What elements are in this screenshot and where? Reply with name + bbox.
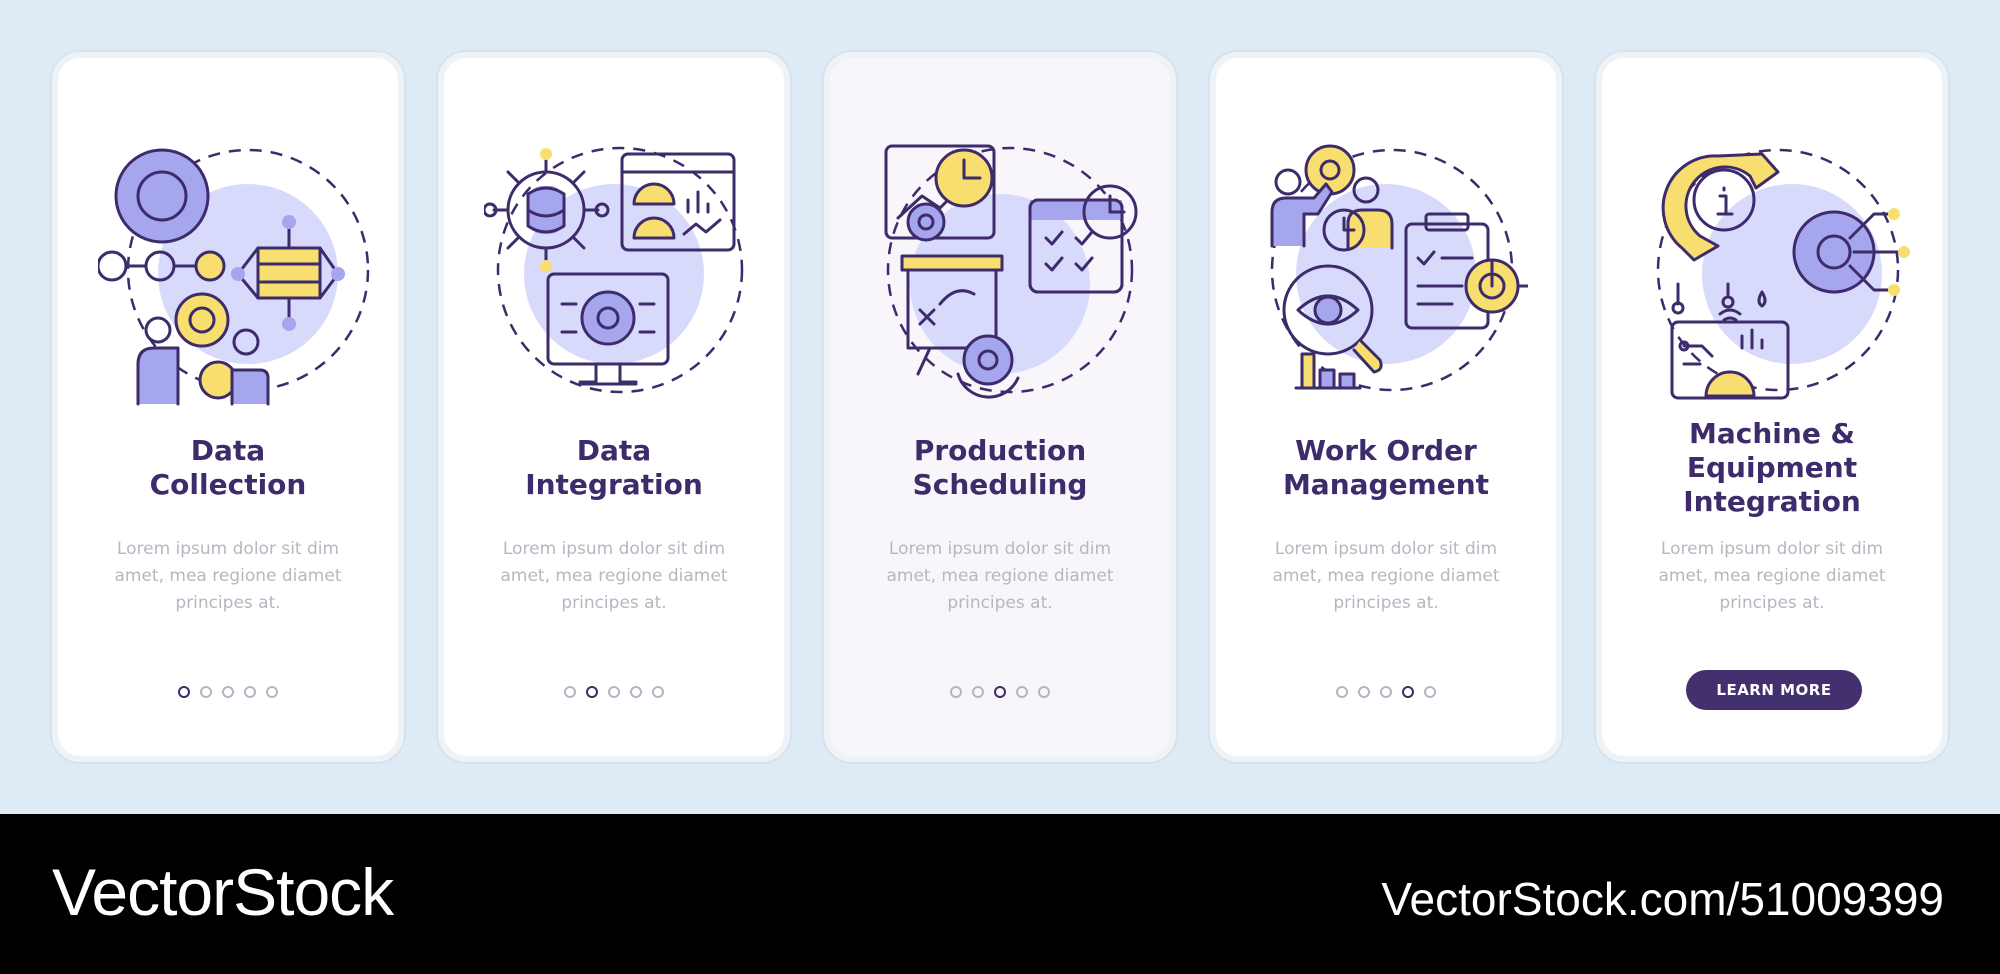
screen-title: Production Scheduling (912, 434, 1088, 501)
screen-description: Lorem ipsum dolor sit dim amet, mea regi… (114, 539, 342, 613)
screen-title: Work Order Management (1282, 434, 1490, 501)
page-dot-3[interactable] (994, 686, 1006, 698)
page-dot-4[interactable] (1016, 686, 1028, 698)
pagination-dots (1216, 686, 1556, 698)
page-dot-3[interactable] (608, 686, 620, 698)
screen-work-order-management: Work Order Management Lorem ipsum dolor … (1210, 52, 1562, 762)
page-dot-3[interactable] (1380, 686, 1392, 698)
brand-logo: VectorStock (52, 855, 394, 929)
screen-title: Data Collection (149, 434, 307, 501)
pagination-dots (58, 686, 398, 698)
page-dot-5[interactable] (1038, 686, 1050, 698)
page-dot-5[interactable] (1424, 686, 1436, 698)
page-dot-1[interactable] (950, 686, 962, 698)
pagination-dots (830, 686, 1170, 698)
screen-description: Lorem ipsum dolor sit dim amet, mea regi… (1272, 539, 1500, 613)
page-dot-1[interactable] (1336, 686, 1348, 698)
data-collection-icon (98, 148, 370, 406)
page-dot-3[interactable] (222, 686, 234, 698)
page-dot-2[interactable] (200, 686, 212, 698)
screen-data-integration: Data Integration Lorem ipsum dolor sit d… (438, 52, 790, 762)
page-dot-4[interactable] (630, 686, 642, 698)
learn-more-button[interactable]: LEARN MORE (1686, 670, 1862, 710)
production-scheduling-icon (884, 144, 1138, 399)
page-dot-4[interactable] (244, 686, 256, 698)
screen-data-collection: Data Collection Lorem ipsum dolor sit di… (52, 52, 404, 762)
data-integration-icon (484, 146, 744, 394)
page-dot-2[interactable] (586, 686, 598, 698)
page-dot-2[interactable] (972, 686, 984, 698)
screen-description: Lorem ipsum dolor sit dim amet, mea regi… (886, 539, 1114, 613)
page-dot-4[interactable] (1402, 686, 1414, 698)
source-url: VectorStock.com/51009399 (1381, 873, 1944, 925)
pagination-dots (444, 686, 784, 698)
screen-title: Data Integration (525, 434, 703, 501)
page-dot-2[interactable] (1358, 686, 1370, 698)
page-dot-1[interactable] (178, 686, 190, 698)
screen-description: Lorem ipsum dolor sit dim amet, mea regi… (500, 539, 728, 613)
screen-title: Machine & Equipment Integration (1683, 417, 1861, 518)
page-dot-1[interactable] (564, 686, 576, 698)
watermark-footer: VectorStock VectorStock.com/51009399 (0, 814, 2000, 974)
page-dot-5[interactable] (652, 686, 664, 698)
onboarding-screens: Data Collection Lorem ipsum dolor sit di… (52, 52, 1948, 762)
page-dot-5[interactable] (266, 686, 278, 698)
machine-equipment-integration-icon (1656, 148, 1910, 400)
work-order-management-icon (1270, 144, 1528, 392)
screen-machine-equipment-integration: Machine & Equipment Integration Lorem ip… (1596, 52, 1948, 762)
screen-description: Lorem ipsum dolor sit dim amet, mea regi… (1658, 539, 1886, 613)
screen-production-scheduling: Production Scheduling Lorem ipsum dolor … (824, 52, 1176, 762)
